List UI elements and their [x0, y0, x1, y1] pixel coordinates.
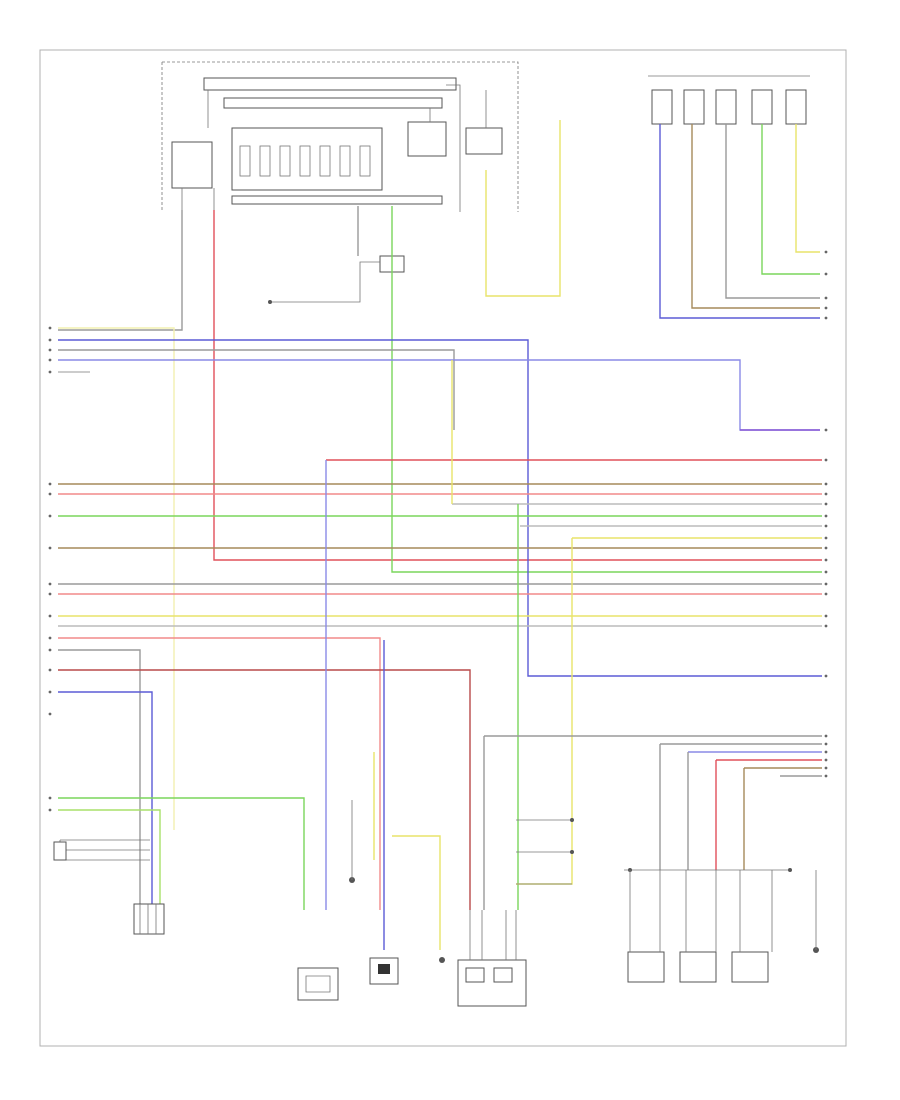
wire-red-3	[58, 669, 471, 910]
left-splice-connector	[53, 839, 150, 861]
wire-blue-4	[58, 691, 153, 910]
turbine-speed-sensor	[297, 967, 339, 1001]
wire-blue-1	[659, 124, 820, 319]
wire-yellow-5	[516, 538, 573, 885]
right-edge-terminals	[824, 250, 828, 778]
shift-position-switch	[648, 75, 810, 125]
wire-red-1	[213, 210, 822, 561]
wire-yellow-1	[485, 120, 561, 297]
diagram-frame	[39, 49, 847, 1047]
center-top-connector	[268, 255, 405, 304]
small-sensor-center	[439, 957, 445, 963]
wire-green-4	[58, 797, 305, 910]
wire-pale-yellow-1	[58, 327, 175, 830]
wire-pink-3	[58, 637, 381, 910]
wire-blue-2	[58, 339, 822, 677]
shift-solenoid-bank	[624, 868, 819, 983]
wire-green-1	[391, 206, 822, 573]
atf-temperature-sensor	[369, 957, 399, 985]
wire-gray-1	[58, 210, 183, 331]
left-module-connector	[171, 141, 215, 210]
wire-yellow-2	[795, 124, 820, 253]
wire-green-5	[58, 809, 161, 910]
wire-gray-4	[58, 349, 455, 430]
center-relay	[516, 818, 574, 885]
transmission-control-module	[161, 61, 519, 212]
wire-gray-3	[725, 124, 820, 299]
wire-group	[58, 120, 822, 950]
wire-yellow-8	[392, 835, 441, 950]
wire-blue-3	[58, 359, 820, 431]
transmission-range-switch	[457, 910, 527, 1007]
center-ground-symbol	[349, 800, 355, 883]
wire-green-2	[761, 124, 820, 275]
module-terminal-row	[239, 145, 371, 177]
wire-gray-10	[58, 649, 141, 910]
wire-tan-1	[691, 124, 820, 309]
output-speed-sensor	[133, 903, 165, 935]
left-edge-terminals	[48, 326, 52, 812]
